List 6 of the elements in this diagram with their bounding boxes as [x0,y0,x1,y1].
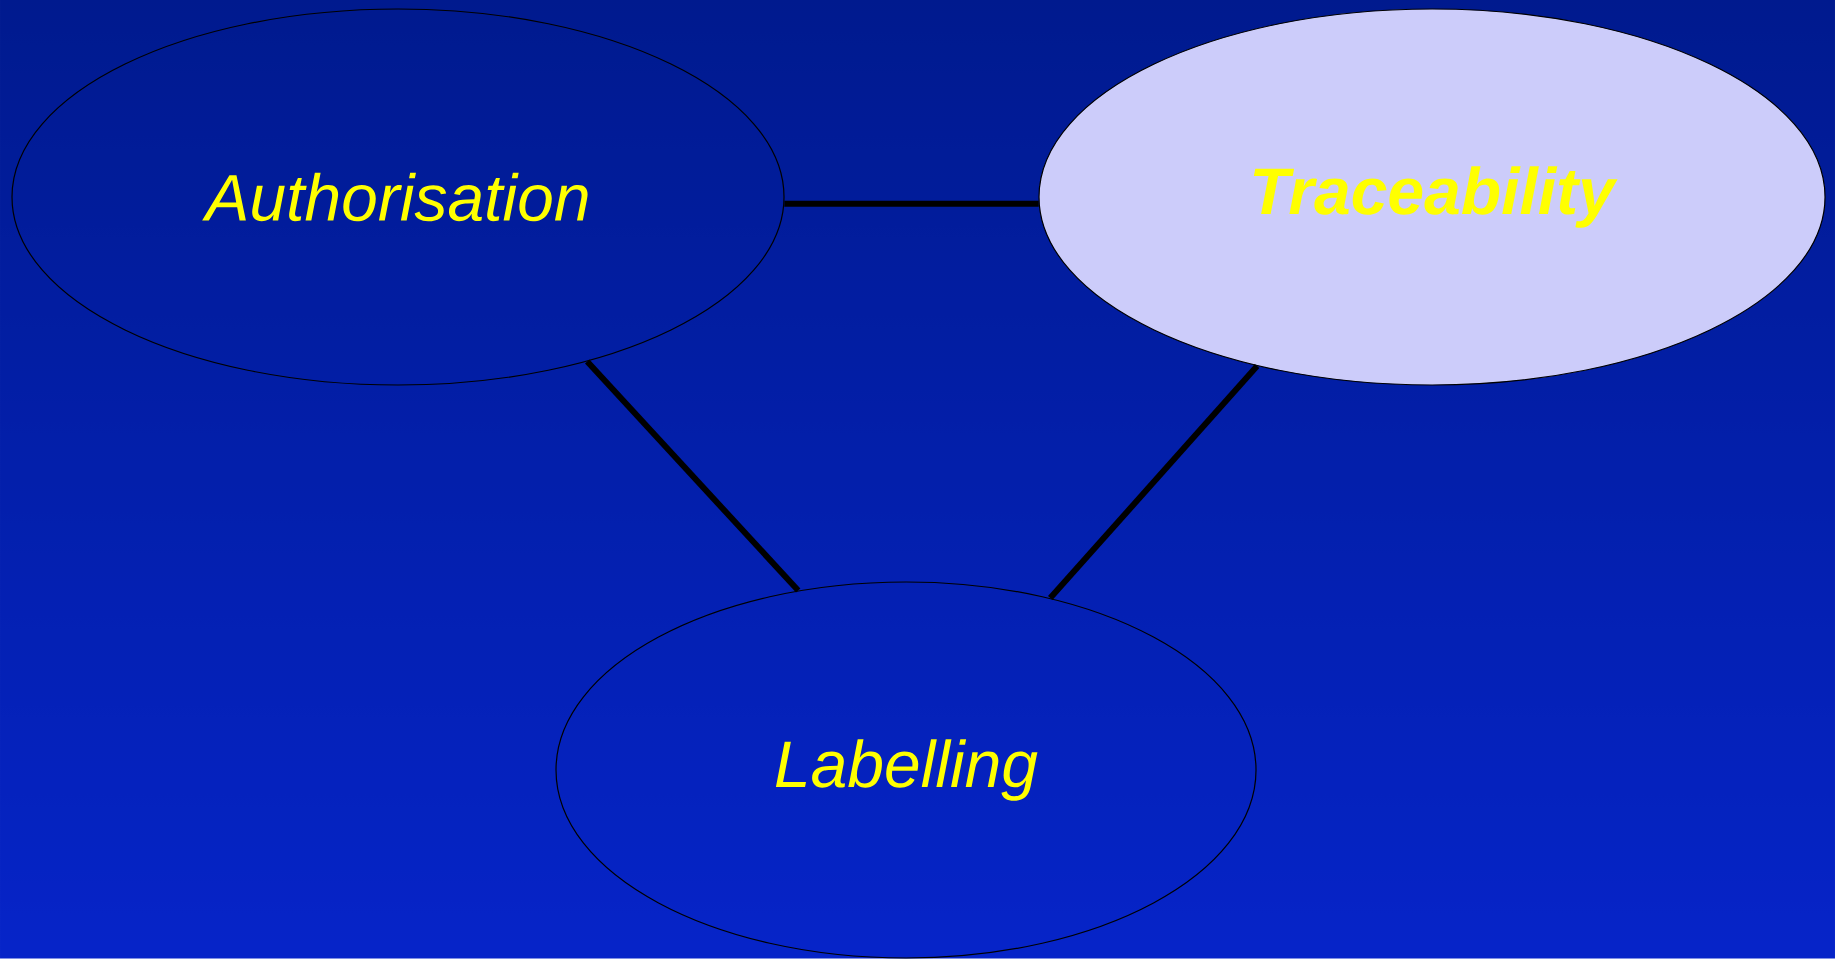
ellipse-node: Labelling [555,581,1257,959]
connector-line [585,359,801,593]
connector-line [784,200,1039,207]
ellipse-node: Traceability [1038,8,1826,386]
ellipse-node: Authorisation [11,8,785,386]
connector-line [1048,363,1260,601]
